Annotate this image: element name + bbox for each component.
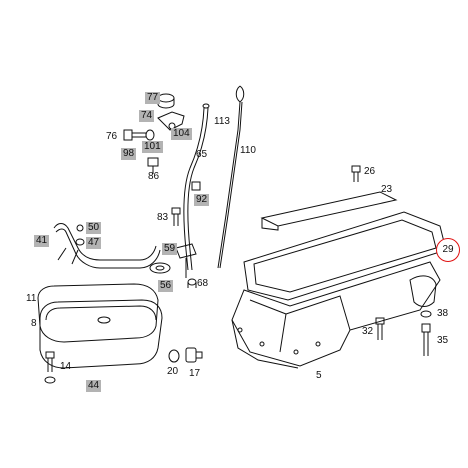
part-label-17: 17 (189, 368, 201, 379)
fitting-part-68 (187, 278, 197, 288)
part-label-11: 11 (26, 293, 37, 304)
bolt-part-50 (76, 224, 84, 232)
pickup-tube-part-41 (53, 223, 161, 269)
part-label-92: 92 (194, 194, 210, 206)
gasket-part-29 (243, 211, 447, 301)
part-label-83: 83 (157, 212, 169, 223)
part-label-98: 98 (121, 148, 137, 160)
part-label-47: 47 (86, 237, 102, 249)
fitting-part-92 (191, 181, 201, 191)
part-label-5: 5 (316, 370, 322, 381)
part-label-26: 26 (364, 166, 376, 177)
part-label-29-highlighted[interactable]: 29 (436, 238, 460, 262)
part-label-76: 76 (106, 131, 118, 142)
part-label-32: 32 (362, 326, 374, 337)
part-label-86: 86 (148, 171, 160, 182)
part-label-14: 14 (60, 361, 72, 372)
part-label-74: 74 (139, 110, 155, 122)
part-label-35: 35 (437, 335, 449, 346)
part-label-8: 8 (31, 318, 37, 329)
part-label-101: 101 (142, 141, 163, 153)
washer-part-101 (145, 129, 155, 141)
oil-pan-housing-part-5 (231, 261, 441, 369)
seal-ring-part-20 (168, 349, 180, 363)
cap-part-77 (157, 93, 175, 109)
fitting-part-86 (147, 157, 159, 174)
bolt-part-26 (351, 165, 361, 182)
part-label-20: 20 (167, 366, 179, 377)
washer-part-44 (44, 376, 56, 384)
part-label-23: 23 (381, 184, 393, 195)
gasket-part-23 (260, 191, 398, 231)
pan-gasket-part-11 (37, 283, 159, 343)
washer-part-47 (75, 238, 85, 246)
tube-clip-part-59 (175, 243, 197, 278)
bolt-part-14 (45, 351, 55, 372)
bolt-part-83 (171, 207, 181, 226)
part-label-77: 77 (145, 92, 161, 104)
seal-part-56 (149, 262, 171, 274)
washer-part-38 (420, 310, 432, 318)
part-label-59: 59 (162, 243, 178, 255)
bolt-part-35 (421, 323, 431, 356)
drain-plug-part-17 (185, 347, 203, 363)
oil-pan-part-8 (39, 299, 163, 369)
bolt-part-32 (375, 317, 385, 340)
part-label-50: 50 (86, 222, 102, 234)
dipstick-part-110 (217, 85, 245, 269)
part-label-113: 113 (214, 116, 230, 127)
part-label-56: 56 (158, 280, 174, 292)
part-label-41: 41 (34, 235, 50, 247)
part-label-38: 38 (437, 308, 449, 319)
part-label-68: 68 (197, 278, 209, 289)
part-label-44: 44 (86, 380, 102, 392)
part-label-104: 104 (171, 128, 192, 140)
guide-tube-part-65 (183, 103, 210, 271)
bolt-part-98 (123, 129, 147, 141)
part-label-110: 110 (240, 145, 256, 156)
part-label-65: 65 (196, 149, 208, 160)
